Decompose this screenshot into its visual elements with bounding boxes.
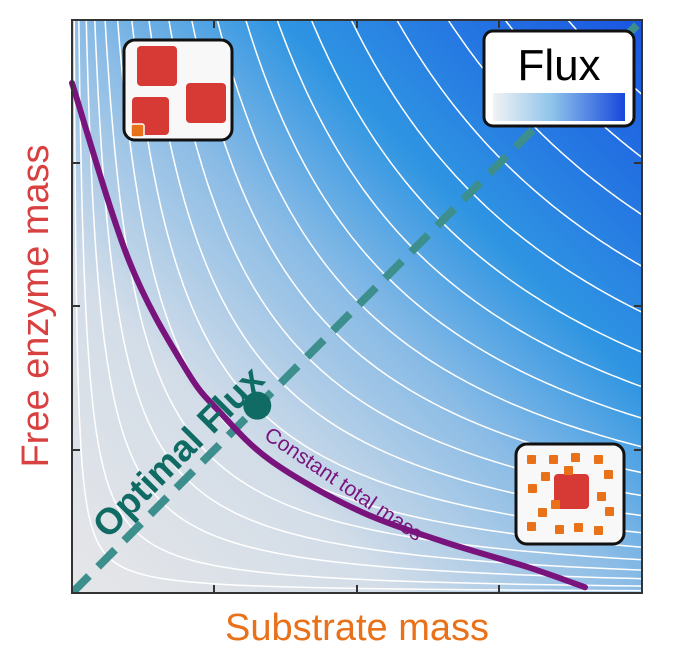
colorbar-gradient	[493, 93, 625, 121]
substrate-square	[541, 472, 550, 481]
substrate-square	[564, 466, 573, 475]
substrate-square	[594, 455, 603, 464]
substrate-square	[527, 455, 536, 464]
substrate-square	[555, 525, 564, 534]
substrate-square	[527, 522, 536, 531]
substrate-square	[597, 492, 606, 501]
substrate-rich-inset	[514, 442, 626, 546]
substrate-square	[604, 470, 613, 479]
y-axis-label: Free enzyme mass	[15, 144, 57, 467]
substrate-square	[528, 484, 537, 493]
substrate-square	[538, 508, 547, 517]
colorbar-label: Flux	[517, 41, 600, 90]
flux-colorbar: Flux	[482, 29, 636, 128]
substrate-square	[551, 500, 560, 509]
enzyme-square	[186, 83, 226, 123]
substrate-square	[130, 123, 145, 138]
substrate-square	[574, 523, 583, 532]
substrate-square	[571, 453, 580, 462]
optimal-point	[243, 391, 272, 420]
substrate-square	[605, 507, 614, 516]
constant-mass-curve	[69, 80, 588, 591]
x-axis-label: Substrate mass	[225, 607, 489, 649]
enzyme-square	[137, 46, 177, 86]
enzyme-square	[554, 474, 589, 509]
substrate-square	[549, 455, 558, 464]
enzyme-rich-inset	[122, 38, 234, 142]
substrate-square	[594, 526, 603, 535]
axis-ticks	[72, 20, 642, 593]
